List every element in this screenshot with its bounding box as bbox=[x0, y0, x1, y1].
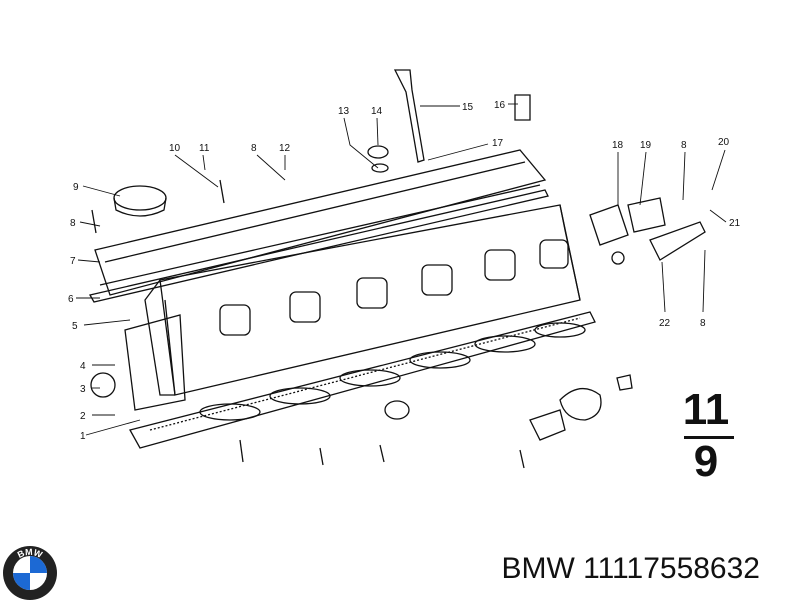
valve-cover-gasket bbox=[89, 189, 549, 303]
combustion-chambers bbox=[199, 322, 586, 421]
callout-21: 21 bbox=[729, 218, 741, 229]
callout-labels: 1 2 3 4 5 6 7 8 9 10 11 8 12 13 14 15 16… bbox=[68, 100, 741, 442]
plug-3 bbox=[90, 372, 116, 398]
callout-3: 3 bbox=[80, 384, 86, 395]
valve-cover bbox=[94, 149, 547, 296]
head-gasket bbox=[129, 311, 596, 449]
sleeve bbox=[514, 94, 531, 121]
group-divider bbox=[684, 436, 734, 439]
housing-18 bbox=[589, 204, 629, 246]
washer bbox=[611, 251, 625, 265]
oil-strainer bbox=[529, 409, 566, 441]
bmw-roundel-icon: BMW bbox=[2, 545, 58, 601]
callout-19: 19 bbox=[640, 140, 652, 151]
long-bolt bbox=[393, 69, 425, 163]
callout-8-bottom: 8 bbox=[700, 318, 706, 329]
nut-top bbox=[616, 374, 633, 391]
callout-6: 6 bbox=[68, 294, 74, 305]
callout-8-right: 8 bbox=[681, 140, 687, 151]
callout-4: 4 bbox=[80, 361, 86, 372]
callout-22: 22 bbox=[659, 318, 671, 329]
rocker-arm-22 bbox=[649, 221, 706, 261]
oil-cap bbox=[113, 185, 167, 211]
callout-8-left: 8 bbox=[70, 218, 76, 229]
callout-10: 10 bbox=[169, 143, 181, 154]
callout-18: 18 bbox=[612, 140, 624, 151]
studs bbox=[91, 179, 525, 469]
drawing bbox=[76, 69, 727, 469]
callout-5: 5 bbox=[72, 321, 78, 332]
callout-20: 20 bbox=[718, 137, 730, 148]
callout-12: 12 bbox=[279, 143, 291, 154]
group-number-top: 11 bbox=[682, 385, 730, 434]
intake-ports bbox=[219, 239, 569, 336]
callout-7: 7 bbox=[70, 256, 76, 267]
callout-13: 13 bbox=[338, 106, 350, 117]
leader-lines bbox=[76, 103, 727, 436]
seal-ring bbox=[384, 400, 410, 420]
callout-15: 15 bbox=[462, 102, 474, 113]
cover-plate bbox=[559, 388, 602, 421]
callout-17: 17 bbox=[492, 138, 504, 149]
callout-11: 11 bbox=[199, 143, 210, 154]
callout-9: 9 bbox=[73, 182, 79, 193]
callout-2: 2 bbox=[80, 411, 86, 422]
callout-8-top: 8 bbox=[251, 143, 257, 154]
callout-16: 16 bbox=[494, 100, 506, 111]
end-cover bbox=[124, 314, 186, 411]
callout-14: 14 bbox=[371, 106, 383, 117]
group-number-bottom: 9 bbox=[693, 437, 719, 486]
part-number-label: BMW 11117558632 bbox=[501, 552, 760, 585]
housing-19 bbox=[627, 197, 666, 233]
callout-1: 1 bbox=[80, 431, 86, 442]
cap-14 bbox=[367, 145, 389, 159]
